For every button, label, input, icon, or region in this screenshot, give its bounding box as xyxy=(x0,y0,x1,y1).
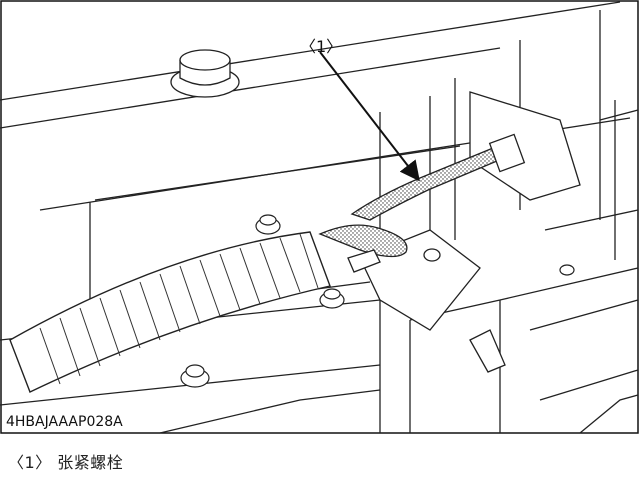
callout-arrow xyxy=(319,51,420,182)
figure-caption: 〈1〉 张紧螺栓 xyxy=(8,453,124,472)
bolt-head-top xyxy=(170,49,240,98)
spring xyxy=(9,231,331,393)
image-code: 4HBAJAAAP028A xyxy=(6,414,123,430)
small-bolts xyxy=(180,214,575,388)
figure-frame xyxy=(0,0,639,434)
tension-bolt xyxy=(318,133,526,273)
callout-label: 〈1〉 xyxy=(300,37,342,56)
